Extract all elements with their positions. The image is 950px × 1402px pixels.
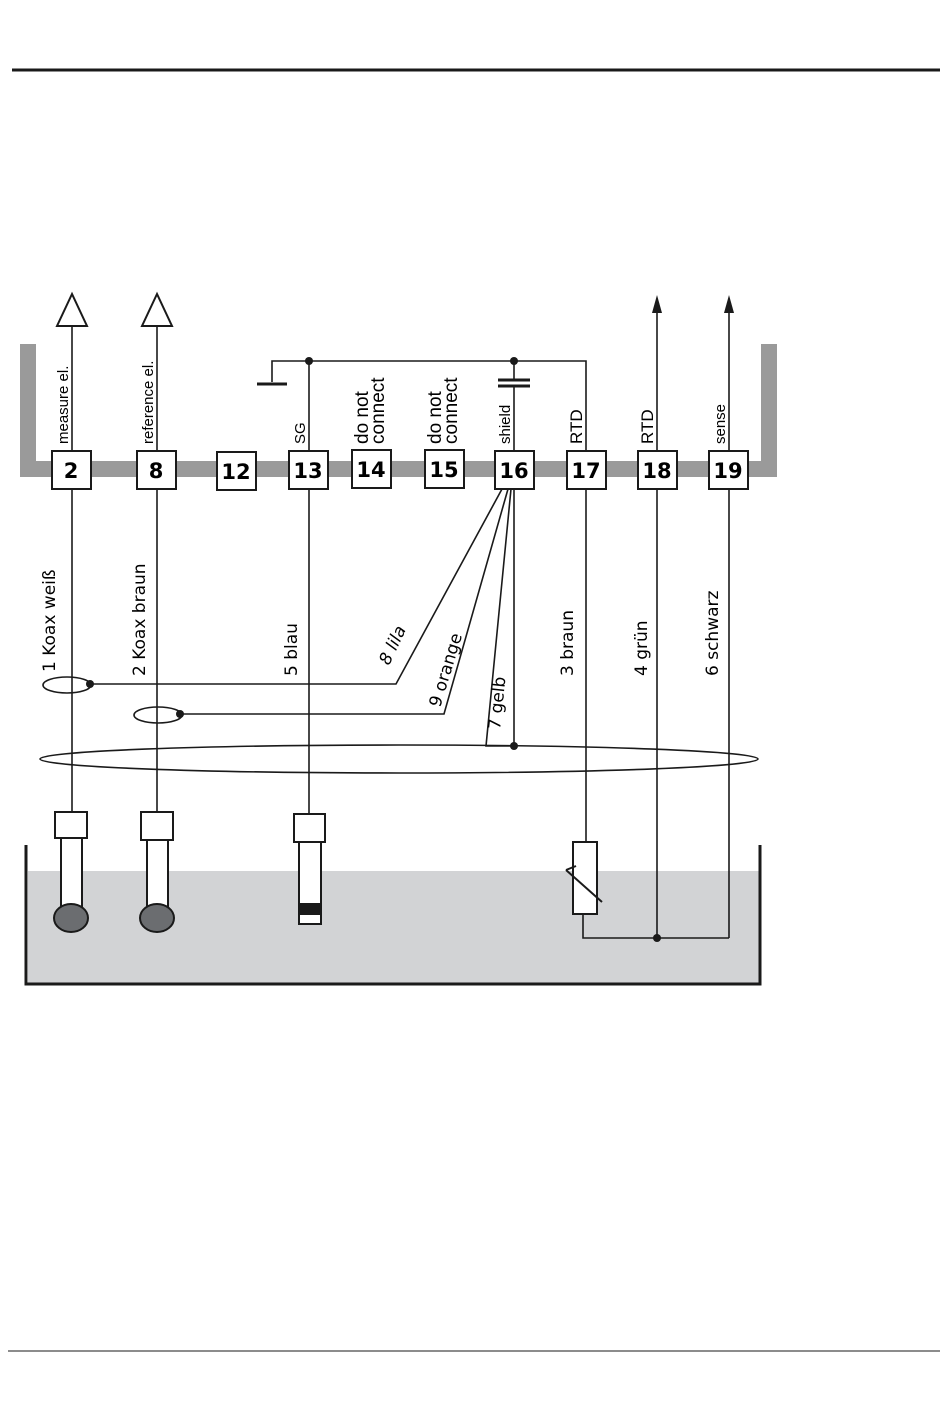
terminal-17: 17 xyxy=(571,459,600,483)
wire-label-5: 5 blau xyxy=(282,623,302,676)
wire-label-3: 3 braun xyxy=(558,610,578,676)
terminal-8: 8 xyxy=(149,459,164,483)
terminal-label-measure: measure el. xyxy=(55,366,72,444)
wire-label-1: 1 Koax weiß xyxy=(40,569,60,672)
coax-shield-1 xyxy=(43,677,91,693)
terminal-label-14-line2: connect xyxy=(368,377,389,444)
terminal-14: 14 xyxy=(356,458,385,482)
cable-wires xyxy=(72,489,729,938)
terminal-12: 12 xyxy=(221,460,250,484)
terminal-2: 2 xyxy=(64,459,79,483)
solution-ground-electrode xyxy=(294,814,325,924)
shield-node xyxy=(510,357,518,365)
reference-input-triangle xyxy=(142,294,172,326)
wire-label-8: 8 lila xyxy=(375,623,410,668)
terminal-15: 15 xyxy=(429,458,458,482)
terminal-label-18: RTD xyxy=(638,409,657,444)
cable-bundle-shield xyxy=(40,745,758,773)
terminal-label-sg: SG xyxy=(292,422,309,444)
wire-label-9: 9 orange xyxy=(426,631,467,710)
liquid xyxy=(28,871,760,984)
terminal-label-reference: reference el. xyxy=(140,361,157,444)
wire-label-2: 2 Koax braun xyxy=(130,563,150,676)
terminal-label-sense: sense xyxy=(712,404,729,444)
terminal-label-shield: shield xyxy=(497,405,514,444)
bus-node xyxy=(305,357,313,365)
wire-label-4: 4 grün xyxy=(632,620,652,676)
coax-shield-2 xyxy=(134,707,182,723)
terminal-19: 19 xyxy=(713,459,742,483)
terminal-13: 13 xyxy=(293,459,322,483)
terminal-label-15-line2: connect xyxy=(441,377,462,444)
wire-label-7: 7 gelb xyxy=(485,676,510,731)
terminal-18: 18 xyxy=(642,459,671,483)
terminal-16: 16 xyxy=(499,459,528,483)
measure-input-triangle xyxy=(57,294,87,326)
terminal-label-17: RTD xyxy=(567,409,586,444)
wire-label-6: 6 schwarz xyxy=(703,590,723,676)
